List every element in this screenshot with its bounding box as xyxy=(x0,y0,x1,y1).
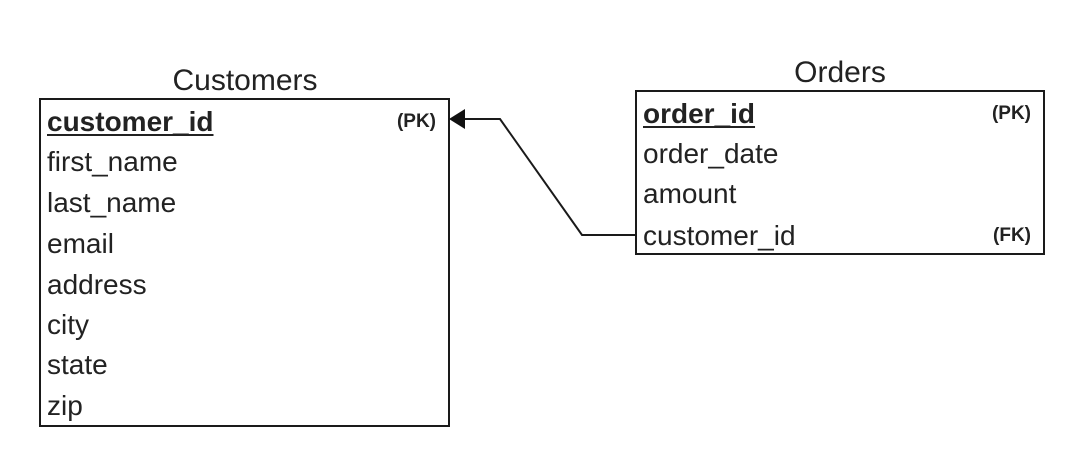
customers-field-row: state xyxy=(47,345,436,385)
relationship-line xyxy=(465,118,636,236)
orders-field-row: order_date xyxy=(643,134,1031,174)
customers-field-row: email xyxy=(47,224,436,264)
customers-field-address: address xyxy=(47,269,147,300)
arrowhead-icon xyxy=(449,109,465,129)
customers-field-row: city xyxy=(47,305,436,345)
customers-field-city: city xyxy=(47,309,89,340)
customers-field-customer-id: customer_id xyxy=(47,106,214,137)
customers-table-title: Customers xyxy=(172,64,318,97)
customers-field-zip: zip xyxy=(47,390,83,421)
customers-table: customer_id (PK) first_name last_name em… xyxy=(39,98,450,427)
orders-table-title: Orders xyxy=(794,56,886,89)
orders-field-customer-id: customer_id xyxy=(643,220,796,251)
orders-field-order-date: order_date xyxy=(643,138,779,169)
customers-field-last-name: last_name xyxy=(47,187,177,218)
foreign-key-tag: (FK) xyxy=(993,225,1031,246)
customers-field-state: state xyxy=(47,349,108,380)
customers-field-row: customer_id (PK) xyxy=(47,102,436,142)
customers-field-row: address xyxy=(47,265,436,305)
orders-field-amount: amount xyxy=(643,178,737,209)
customers-field-first-name: first_name xyxy=(47,146,178,177)
orders-field-order-id: order_id xyxy=(643,98,756,129)
orders-field-row: amount xyxy=(643,174,1031,214)
customers-field-row: last_name xyxy=(47,183,436,223)
customers-field-email: email xyxy=(47,228,114,259)
primary-key-tag: (PK) xyxy=(396,111,436,132)
orders-field-row: order_id (PK) xyxy=(643,94,1031,134)
customers-field-row: zip xyxy=(47,386,436,426)
customers-field-row: first_name xyxy=(47,142,436,182)
orders-table: order_id (PK) order_date amount customer… xyxy=(635,90,1045,255)
primary-key-tag: (PK) xyxy=(991,103,1031,124)
orders-field-row: customer_id (FK) xyxy=(643,216,1031,256)
